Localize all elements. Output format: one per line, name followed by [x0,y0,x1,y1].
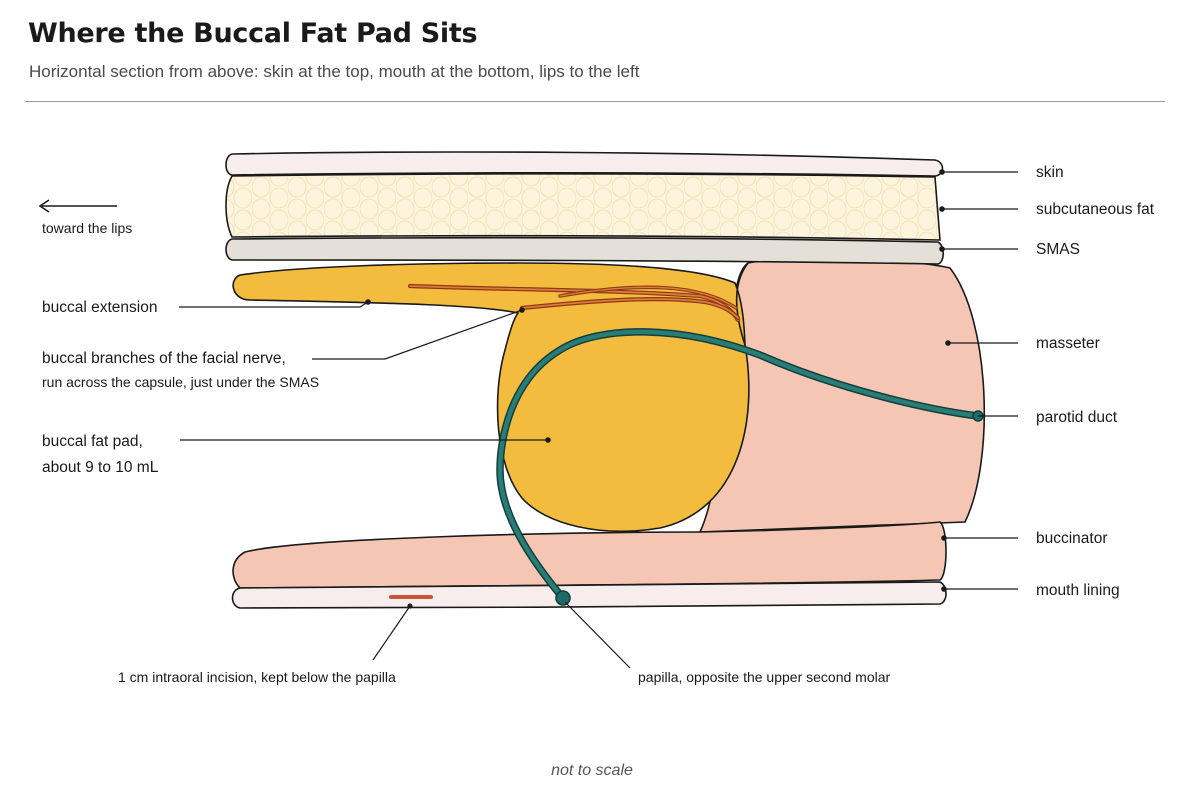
page-subtitle: Horizontal section from above: skin at t… [29,62,640,81]
label-subcutaneous-fat-text: subcutaneous fat [1036,201,1155,218]
buccal-fat-pad [232,262,750,533]
label-nerve-line1: buccal branches of the facial nerve, [42,350,286,367]
lips-direction-arrow [38,199,117,213]
label-buccal-extension-text: buccal extension [42,299,157,316]
subcutaneous-fat-layer [225,173,941,241]
label-parotid-duct: parotid duct [978,409,1118,426]
label-parotid-duct-text: parotid duct [1036,409,1118,426]
skin-layer [225,151,944,177]
buccinator-muscle [232,521,947,589]
papilla-marker [555,590,571,606]
facial-nerve-branches [407,283,741,323]
scale-note: not to scale [551,762,633,779]
label-mouth-lining-text: mouth lining [1036,582,1120,599]
label-buccinator: buccinator [941,530,1108,547]
label-fat-pad-line2: about 9 to 10 mL [42,459,159,476]
label-facial-nerve: buccal branches of the facial nerve, run… [42,307,525,390]
label-buccal-extension: buccal extension [42,299,371,316]
label-smas-text: SMAS [1036,241,1080,258]
label-masseter-text: masseter [1036,335,1100,352]
label-masseter: masseter [945,335,1100,352]
title-divider [25,101,1165,102]
page-title: Where the Buccal Fat Pad Sits [28,18,478,49]
parotid-duct [496,328,982,601]
masseter-front-edge [735,262,749,346]
label-mouth-lining: mouth lining [941,582,1120,599]
direction-label: toward the lips [42,220,132,236]
label-skin-text: skin [1036,164,1064,181]
label-incision: 1 cm intraoral incision, kept below the … [118,603,413,685]
label-skin: skin [939,164,1064,181]
label-papilla: papilla, opposite the upper second molar [564,601,891,685]
label-incision-text: 1 cm intraoral incision, kept below the … [118,669,396,685]
mouth-lining-layer [231,581,947,609]
label-nerve-line2: run across the capsule, just under the S… [42,374,319,390]
label-buccal-fat-pad: buccal fat pad, about 9 to 10 mL [42,433,551,476]
label-fat-pad-line1: buccal fat pad, [42,433,143,450]
smas-layer [225,236,945,265]
label-buccinator-text: buccinator [1036,530,1108,547]
label-subcutaneous-fat: subcutaneous fat [939,201,1155,218]
label-papilla-text: papilla, opposite the upper second molar [638,669,891,685]
label-smas: SMAS [939,241,1080,258]
